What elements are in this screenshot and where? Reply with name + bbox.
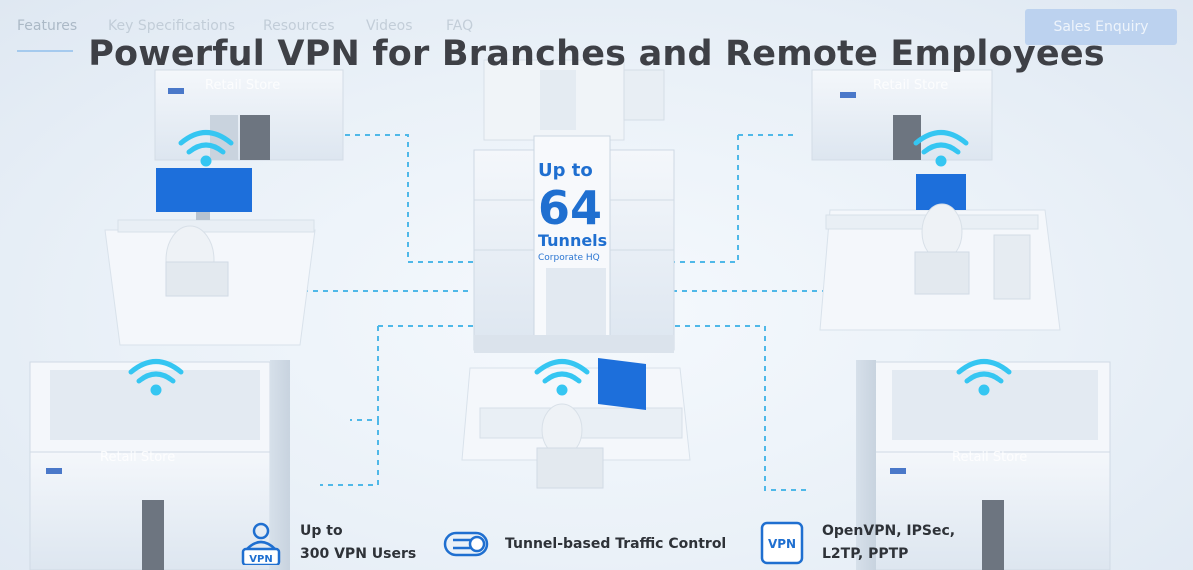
top-nav: Features Key Specifications Resources Vi…: [0, 0, 1193, 52]
page-title: Powerful VPN for Branches and Remote Emp…: [88, 34, 1105, 74]
feature-line: Up to: [300, 523, 343, 539]
hq-unit: Tunnels: [538, 231, 608, 250]
wifi-icon: [128, 359, 184, 396]
tab-videos[interactable]: Videos: [366, 18, 413, 34]
store-label: Retail Store: [952, 450, 1028, 465]
feature-vpn-users: VPN Up to 300 VPN Users: [240, 520, 416, 566]
svg-text:VPN: VPN: [249, 554, 272, 565]
hq-caption: Corporate HQ: [538, 253, 600, 263]
feature-line: L2TP, PPTP: [822, 546, 909, 562]
tab-features[interactable]: Features: [17, 18, 78, 34]
wifi-icon: [956, 359, 1012, 396]
store-top-left: [154, 69, 344, 161]
tab-faq[interactable]: FAQ: [446, 18, 474, 34]
center-workstation: [461, 358, 691, 489]
hq-tunnel-callout: Up to 64 Tunnels Corporate HQ: [538, 160, 610, 263]
store-bottom-right: [856, 360, 1111, 570]
feature-tunnel-traffic: Tunnel-based Traffic Control: [441, 530, 726, 558]
svg-text:VPN: VPN: [768, 537, 796, 551]
store-label: Retail Store: [205, 78, 281, 93]
feature-line: OpenVPN, IPSec,: [822, 523, 956, 539]
sales-enquiry-button[interactable]: Sales Enquiry: [1025, 9, 1177, 45]
left-workstation: [104, 168, 316, 346]
hq-upto: Up to: [538, 160, 593, 181]
tunnel-icon: [443, 531, 489, 557]
active-tab-indicator: [17, 50, 73, 52]
feature-vpn-protocols: VPN OpenVPN, IPSec, L2TP, PPTP: [760, 520, 955, 566]
hq-number: 64: [538, 181, 603, 235]
tab-resources[interactable]: Resources: [263, 18, 335, 34]
wifi-icon: [534, 359, 590, 396]
store-label: Retail Store: [100, 450, 176, 465]
wifi-icon: [913, 130, 969, 167]
corporate-hq-building: [473, 59, 675, 353]
tab-key-specifications[interactable]: Key Specifications: [108, 18, 236, 34]
store-label: Retail Store: [873, 78, 949, 93]
right-workstation: [819, 174, 1061, 331]
connection-lines: [293, 134, 828, 491]
wifi-icon: [178, 130, 234, 167]
store-bottom-left: [29, 360, 290, 570]
vpn-protocol-icon: VPN: [760, 521, 804, 565]
store-top-right: [811, 69, 993, 161]
feature-line: 300 VPN Users: [300, 546, 417, 562]
feature-line: Tunnel-based Traffic Control: [505, 535, 727, 552]
vpn-user-icon: VPN: [241, 522, 281, 565]
